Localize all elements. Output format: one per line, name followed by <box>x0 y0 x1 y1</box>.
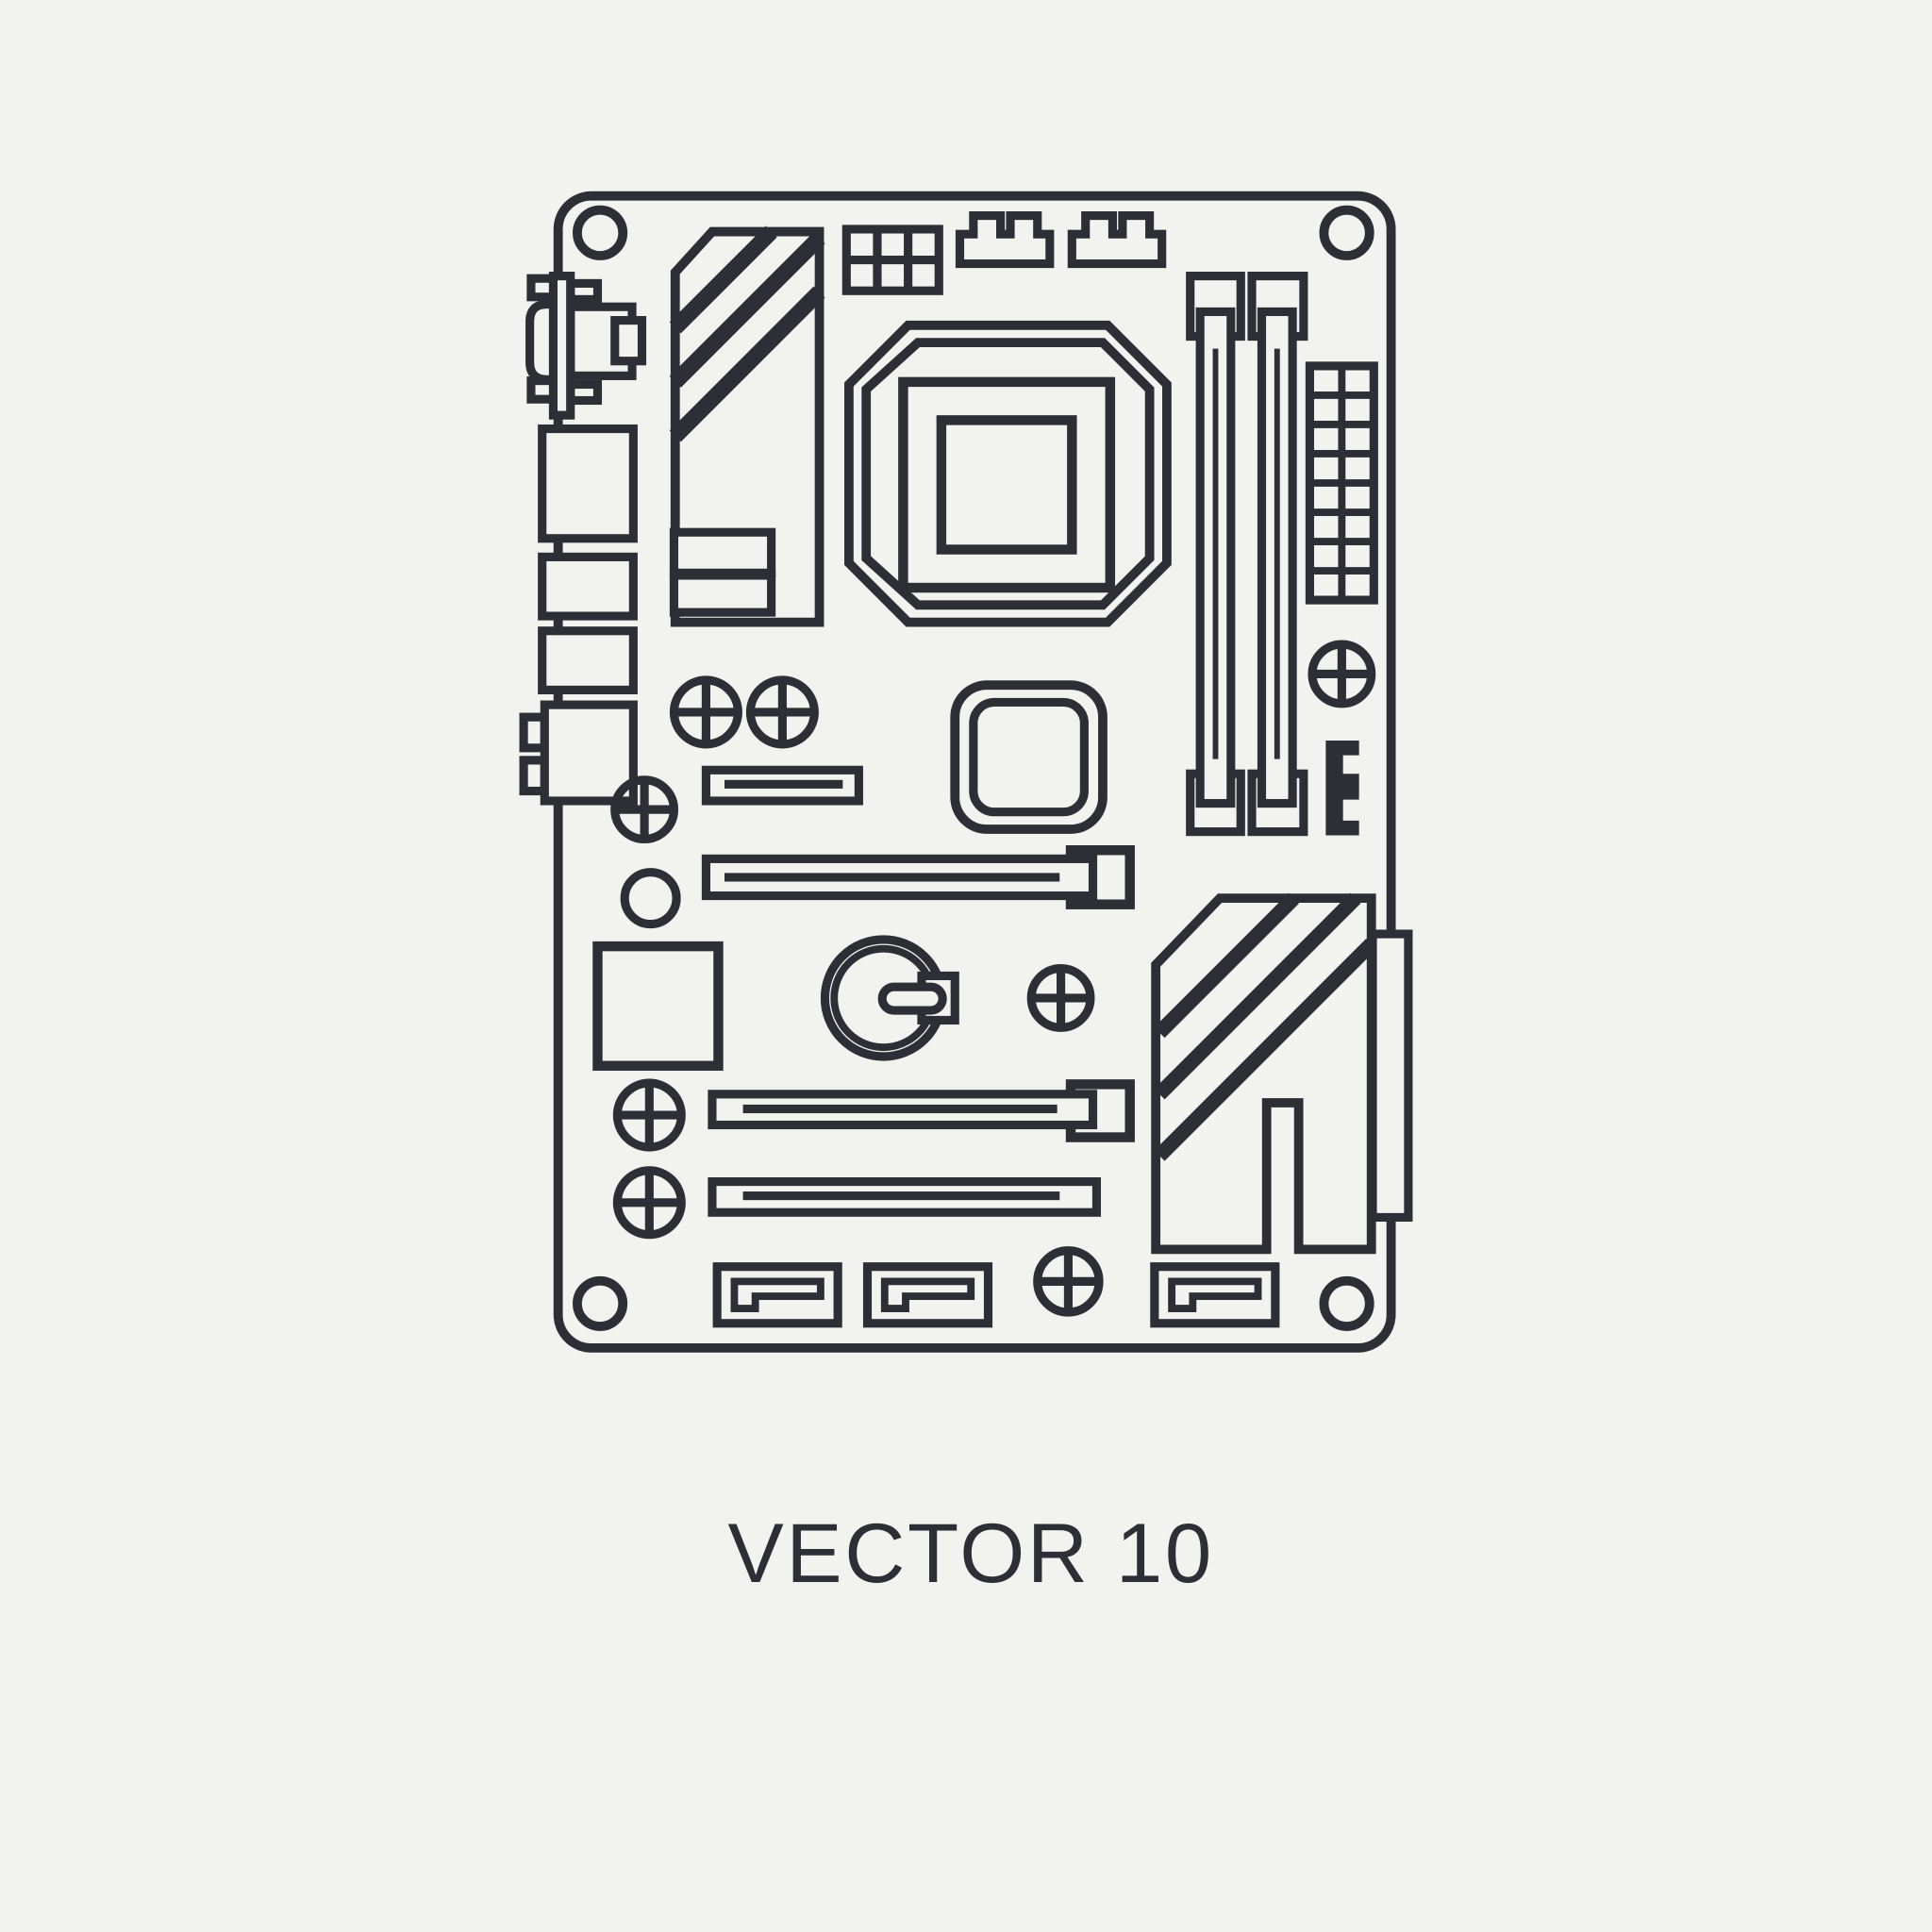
heatsink-hatched-bottom <box>1151 892 1377 1255</box>
mounting-hole-bottom-left <box>573 1275 628 1331</box>
cpu-die <box>936 415 1077 555</box>
screw <box>669 675 742 749</box>
io-port-square <box>538 424 638 543</box>
front-panel-bracket <box>1325 740 1359 836</box>
expansion-slot-short <box>701 765 863 806</box>
sata-key <box>880 1277 975 1313</box>
heatsink-top-fin-2 <box>669 571 776 617</box>
pci-slot-plain <box>708 1176 1102 1217</box>
pin-header-2 <box>1067 210 1167 269</box>
cpu-socket-inner-octagon <box>861 338 1155 610</box>
sata-key <box>1168 1277 1262 1313</box>
chipset-inner <box>969 697 1089 817</box>
audio-port-body <box>540 700 638 806</box>
cpu-socket-frame <box>898 376 1116 593</box>
standoff-hole <box>620 868 681 929</box>
heatsink-top-stripe-1 <box>669 225 777 334</box>
heatsink-hatched-top <box>669 225 825 627</box>
cmos-battery <box>820 935 959 1061</box>
screw <box>612 1078 686 1152</box>
pin-grid-block <box>841 225 943 295</box>
pci-slot-latched-2 <box>708 1079 1135 1142</box>
ram-slot-1 <box>1186 272 1245 837</box>
screw <box>1026 964 1095 1032</box>
cpu-socket-outer-octagon <box>844 320 1172 627</box>
audio-port-block <box>519 700 638 806</box>
cpu-socket <box>844 320 1172 627</box>
chipset-die <box>950 680 1108 834</box>
heatsink-bottom-outline <box>1151 893 1376 1255</box>
screw <box>745 675 819 749</box>
vga-bracket-plate <box>548 272 575 420</box>
heatsink-top-outline <box>670 226 824 627</box>
screw <box>610 775 679 844</box>
mounting-hole-top-left <box>573 205 628 260</box>
vga-pin-block <box>610 316 647 366</box>
heatsink-bottom-stripe-3 <box>1154 938 1377 1161</box>
board-edge-tab <box>1368 929 1413 1223</box>
pin-header-1 <box>955 210 1055 269</box>
vga-port <box>525 272 647 420</box>
heatsink-bottom-stripe-1 <box>1154 892 1299 1039</box>
sata-port-1 <box>712 1262 842 1328</box>
mounting-hole-bottom-right <box>1319 1275 1374 1331</box>
chipset-outer <box>950 680 1108 834</box>
screw <box>1033 1246 1104 1317</box>
heatsink-top-fin-1 <box>669 527 776 577</box>
sata-key <box>730 1277 824 1313</box>
ram-slot-2 <box>1247 272 1308 837</box>
io-port-wide-2 <box>538 626 638 694</box>
screw <box>1307 640 1376 708</box>
battery-slot <box>877 982 947 1015</box>
pci-slot-latched-1 <box>701 844 1135 909</box>
sata-port-2 <box>862 1262 993 1328</box>
io-port-wide-1 <box>538 552 638 621</box>
sata-port-3 <box>1150 1262 1280 1328</box>
heatsink-top-stripe-2 <box>669 232 825 388</box>
heatsink-top-stripe-3 <box>669 286 825 442</box>
smd-chip <box>592 941 724 1072</box>
caption-text: VECTOR 10 <box>728 1507 1214 1600</box>
atx-power-connector <box>1305 361 1378 605</box>
heatsink-bottom-stripe-2 <box>1154 892 1361 1100</box>
screw <box>612 1166 686 1240</box>
mounting-hole-top-right <box>1319 205 1374 260</box>
